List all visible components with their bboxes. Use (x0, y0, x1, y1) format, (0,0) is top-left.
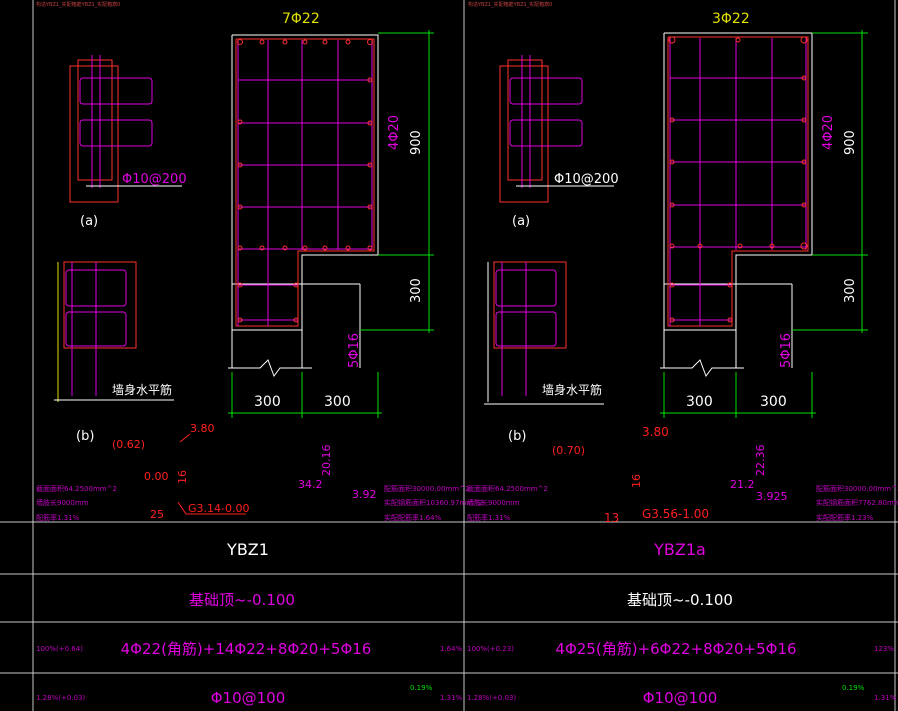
table-long-left-stat: 100%(+0.64) (36, 645, 83, 653)
left-detail-a-label: (a) (80, 214, 98, 229)
table-elev-right: 基础顶~-0.100 (627, 591, 733, 609)
right-dim-300-a: 300 (686, 394, 713, 410)
right-side-bars: 4Φ20 (821, 115, 836, 150)
right-ann-380: 3.80 (642, 425, 669, 439)
right-dim-300-vertical: 300 (843, 278, 858, 303)
right-stirrup-label: Φ10@200 (554, 172, 619, 187)
table-st-left-green: 0.19% (410, 684, 433, 692)
left-stat-ratio2: 实配配筋率1.64% (384, 513, 442, 522)
left-dimension-lines (228, 30, 434, 418)
right-panel: 3Φ22 4Φ20 900 300 5Φ16 300 300 Φ10@200 (… (467, 11, 898, 525)
table-st-right-green: 0.19% (842, 684, 865, 692)
right-ann-212: 21.2 (730, 478, 755, 491)
table-st-right-pct: 1.31% (874, 694, 897, 702)
right-wall-note: 墙身水平筋 (542, 382, 602, 397)
table-st-left-pct: 1.31% (440, 694, 463, 702)
left-ann-leader (179, 433, 191, 443)
left-side-bars: 4Φ20 (387, 115, 402, 150)
right-dim-300-b: 300 (760, 394, 787, 410)
table-name-left: YBZ1 (226, 540, 269, 559)
table-stirrup-left: Φ10@100 (211, 689, 286, 707)
right-stat-ratio: 配筋率1.31% (467, 513, 511, 522)
left-detail-a (69, 55, 182, 203)
left-ann-16: 16 (176, 470, 189, 484)
header-left: 构造YBZ1_实配箱筋YBZ1_实配箱筋0 (36, 1, 120, 8)
right-detail-b-label: (b) (508, 429, 526, 444)
left-ann-2016: 20.16 (320, 445, 333, 477)
right-detail-a-label: (a) (512, 214, 530, 229)
left-stirrups (237, 40, 373, 326)
table-elev-left: 基础顶~-0.100 (189, 591, 295, 609)
right-stat-area: 截面面积64.2500mm^2 (467, 484, 548, 493)
right-ann-13: 13 (604, 511, 619, 525)
right-ann-16: 16 (630, 474, 643, 488)
left-dim-300-vertical: 300 (409, 278, 424, 303)
right-dim-900: 900 (843, 130, 858, 155)
left-ann-392: 3.92 (352, 488, 377, 501)
left-detail-b-label: (b) (76, 429, 94, 444)
left-bar-dots (237, 39, 373, 323)
left-ann-25: 25 (150, 508, 164, 521)
table-st-right-stat: 1.28%(+0.03) (467, 694, 516, 702)
left-stat-steel: 实配钢筋面积10360.97mm^2 (384, 498, 483, 507)
table-st-left-stat: 1.28%(+0.03) (36, 694, 85, 702)
right-dimension-lines (660, 30, 868, 418)
left-detail-b (54, 261, 174, 402)
left-ann-380: 3.80 (190, 422, 215, 435)
table-long-left: 4Φ22(角筋)+14Φ22+8Φ20+5Φ16 (121, 640, 372, 658)
left-ann-000: 0.00 (144, 470, 169, 483)
left-bottom-bars: 5Φ16 (347, 333, 362, 368)
left-stat-len: 墙肢长9000mm (36, 498, 89, 507)
left-wall-note: 墙身水平筋 (112, 382, 172, 397)
right-outer-bar-line (667, 36, 809, 327)
right-top-bars: 3Φ22 (712, 11, 750, 27)
left-stat-area2: 配筋面积30000.00mm^2 (384, 484, 469, 493)
left-ann-342: 34.2 (298, 478, 323, 491)
table-name-right: YBZ1a (653, 540, 706, 559)
left-dim-300-a: 300 (254, 394, 281, 410)
schedule-table: YBZ1 YBZ1a 基础顶~-0.100 基础顶~-0.100 100%(+0… (36, 540, 897, 707)
right-ann-3925: 3.925 (756, 490, 788, 503)
right-stat-ratio2: 实配配筋率1.23% (816, 513, 874, 522)
left-ann-062: (0.62) (112, 438, 145, 451)
left-dim-300-b: 300 (324, 394, 351, 410)
table-long-right-stat: 100%(+0.23) (467, 645, 514, 653)
right-detail-a (499, 55, 614, 203)
table-long-right-pct: 123% (874, 645, 894, 653)
right-ann-g3: G3.56-1.00 (642, 507, 709, 521)
table-long-left-pct: 1.64% (440, 645, 463, 653)
left-dim-900: 900 (409, 130, 424, 155)
right-stirrups (669, 38, 807, 326)
right-stat-area2: 配筋面积30000.00mm^2 (816, 484, 898, 493)
right-stat-steel: 实配钢筋面积7762.80mm^2 (816, 498, 898, 507)
left-top-bars: 7Φ22 (282, 11, 320, 27)
left-ann-g3: G3.14-0.00 (188, 502, 249, 515)
left-stat-ratio: 配筋率1.31% (36, 513, 80, 522)
left-section-concrete (228, 34, 379, 378)
left-stat-area: 截面面积64.2500mm^2 (36, 484, 117, 493)
right-ann-070: (0.70) (552, 444, 585, 457)
table-stirrup-right: Φ10@100 (643, 689, 718, 707)
right-stat-len: 墙肢长9000mm (467, 498, 520, 507)
right-detail-b (484, 261, 604, 405)
left-ann-g3-leader (177, 501, 246, 515)
left-panel: 7Φ22 4Φ20 900 300 5Φ16 300 300 Φ10@200 (… (36, 11, 483, 522)
right-bar-dots (668, 36, 808, 323)
table-long-right: 4Φ25(角筋)+6Φ22+8Φ20+5Φ16 (555, 640, 796, 658)
left-stirrup-label: Φ10@200 (122, 172, 187, 187)
right-bottom-bars: 5Φ16 (779, 333, 794, 368)
left-outer-bar-line (235, 38, 375, 327)
header-right: 构造YBZ1_实配箱筋YBZ1_实配箱筋0 (468, 1, 552, 8)
right-ann-2236: 22.36 (754, 445, 767, 477)
